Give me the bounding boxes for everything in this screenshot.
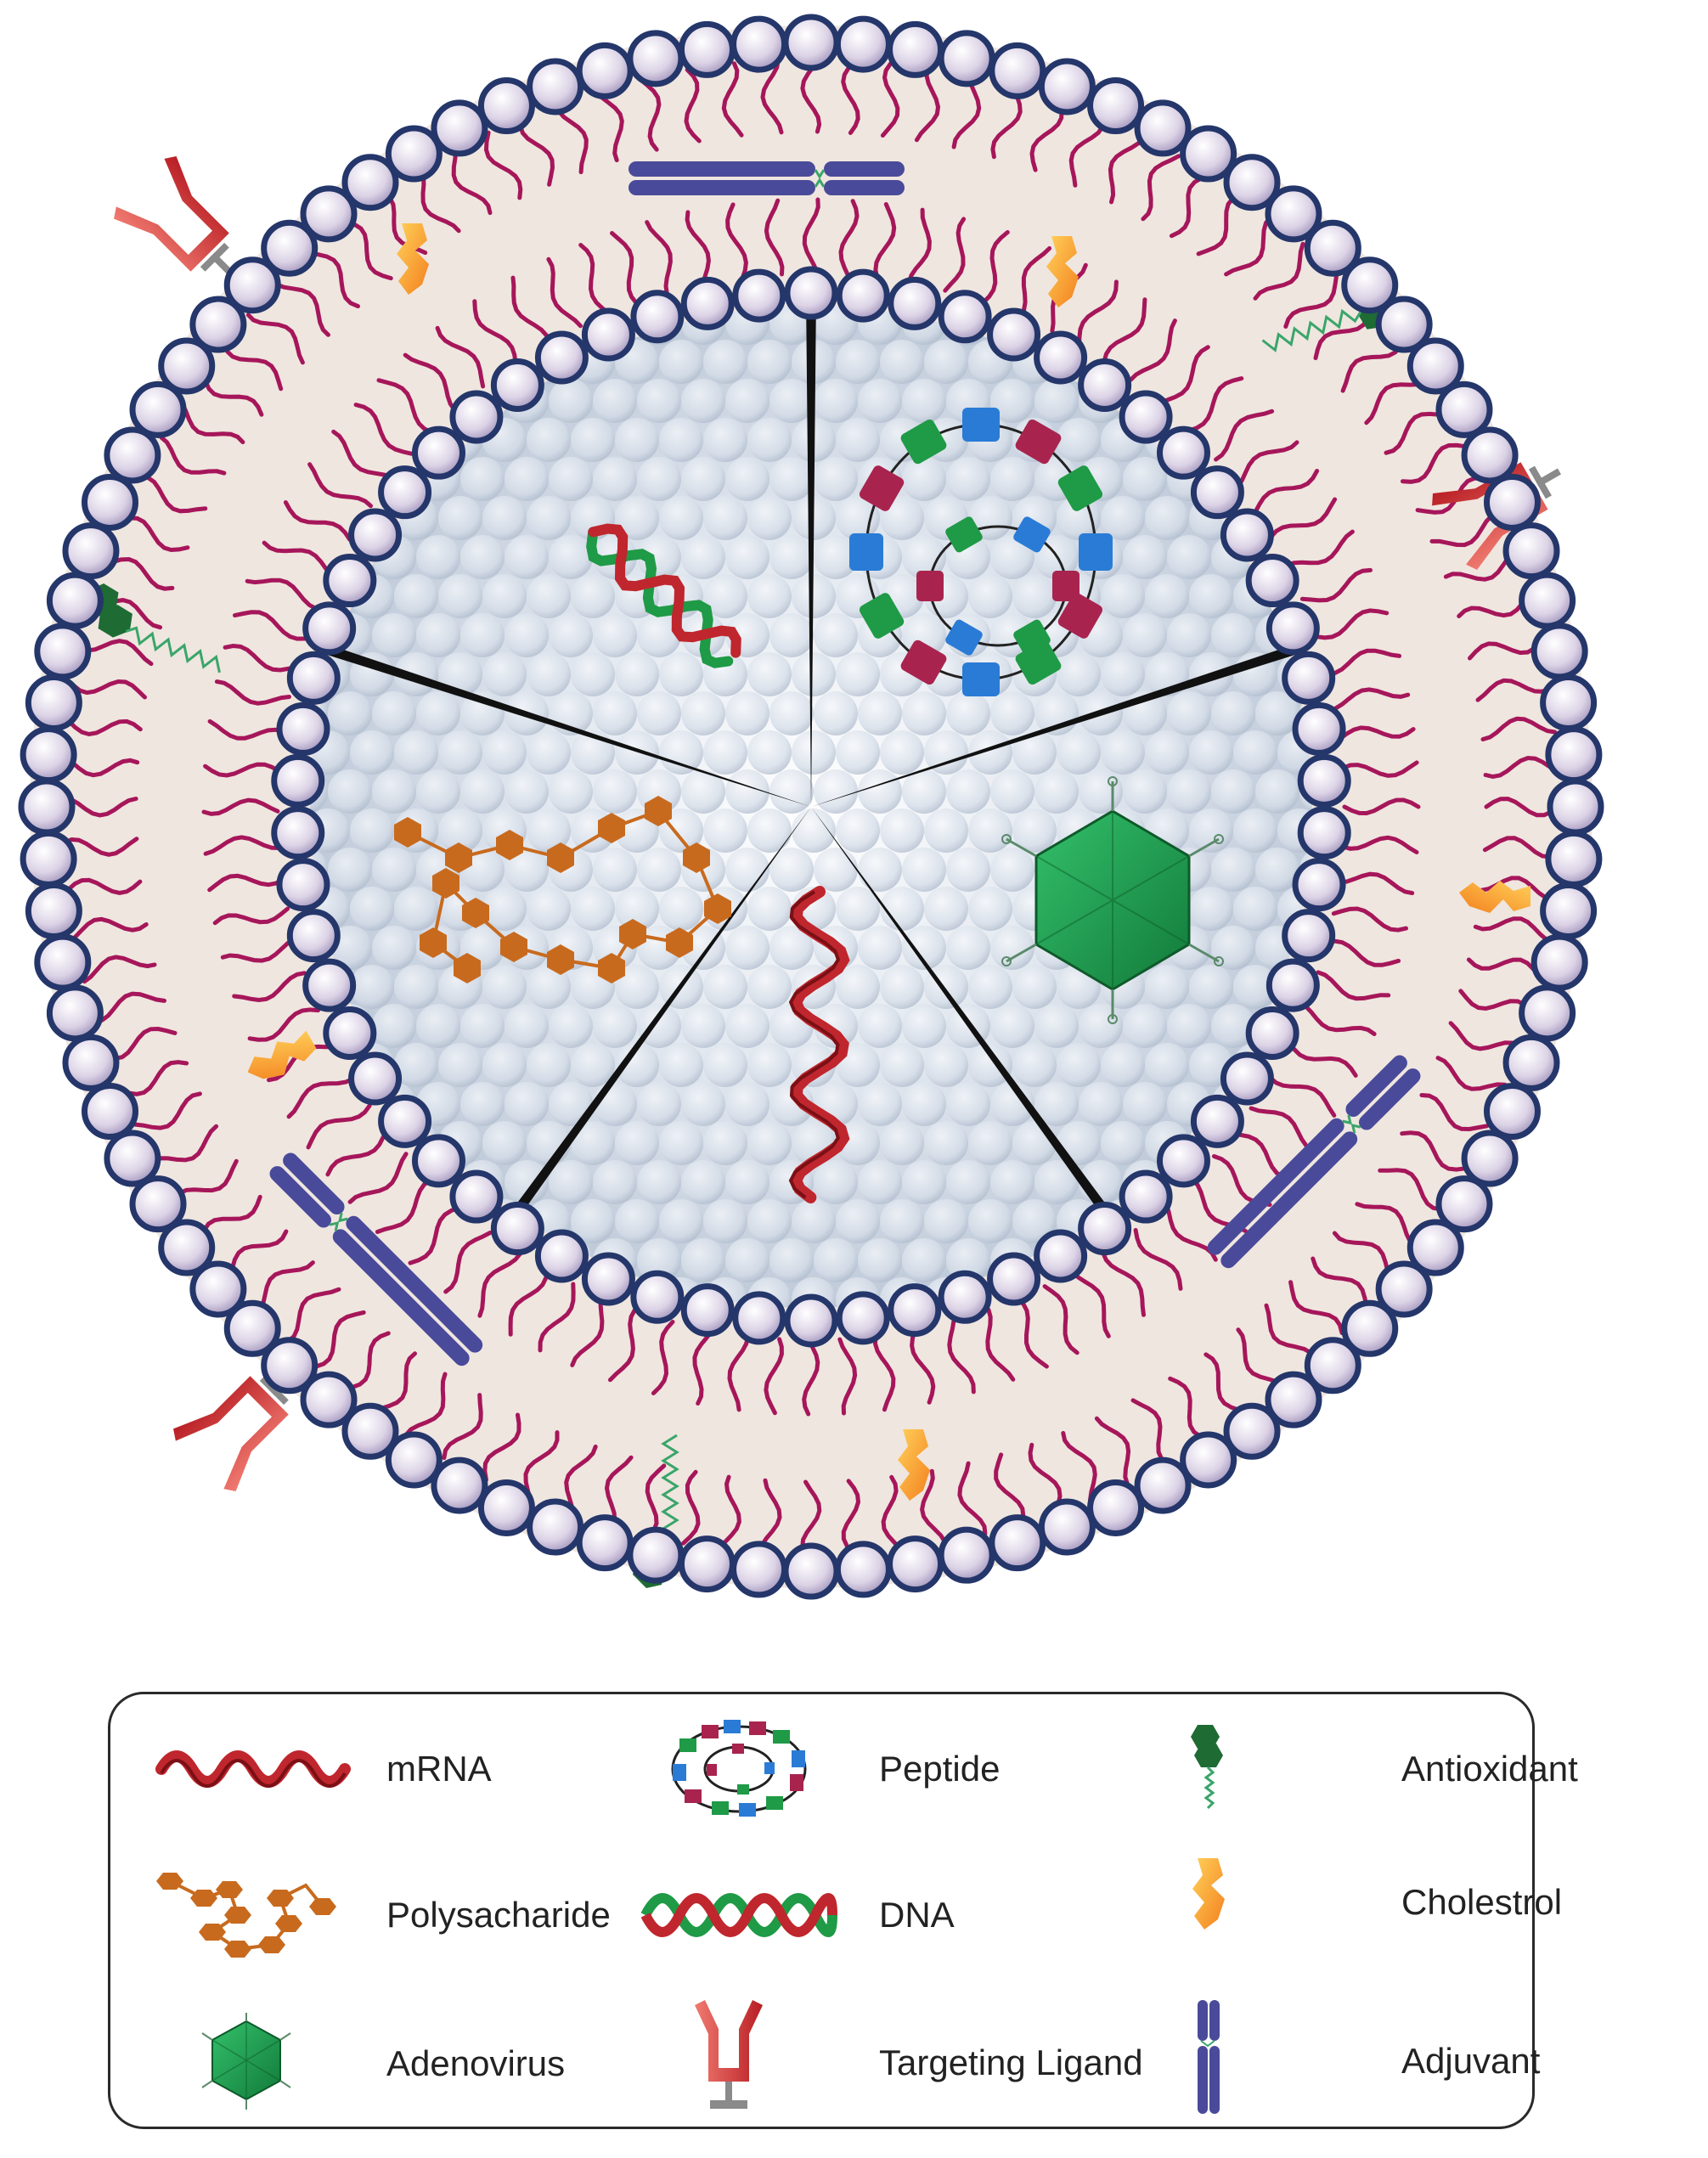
polysaccharide-cargo (394, 796, 731, 983)
legend-label-targeting-ligand: Targeting Ligand (879, 2042, 1143, 2082)
mrna-icon (155, 1750, 351, 1788)
legend-label-polysacharide: Polysacharide (386, 1895, 611, 1935)
adenovirus-cargo (1001, 776, 1224, 1024)
dna-cargo (586, 523, 741, 668)
cholesterol (1046, 236, 1079, 307)
legend-label-dna: DNA (879, 1895, 955, 1935)
cholesterol (247, 1030, 317, 1079)
adjuvant (629, 161, 905, 195)
cholesterol (397, 223, 429, 295)
legend: mRNA Peptide Antioxidant (108, 1692, 1578, 2129)
liposome-diagram (18, 14, 1604, 1600)
adjuvant (269, 1152, 483, 1366)
peptide-icon (671, 1720, 807, 1817)
core-dividers (320, 293, 1302, 1225)
adenovirus-icon (201, 2013, 291, 2110)
cholesterol (898, 1429, 930, 1501)
legend-label-peptide: Peptide (879, 1749, 1001, 1789)
mrna-cargo (788, 886, 850, 1203)
cholesterol (1459, 881, 1530, 913)
peptide-cargo (849, 408, 1113, 696)
polysaccharide-icon (156, 1873, 336, 1958)
lipid-tails (61, 57, 1561, 1557)
legend-label-adenovirus: Adenovirus (386, 2043, 566, 2083)
outer-lipid-heads (18, 14, 1604, 1600)
inner-lipid-heads (271, 266, 1351, 1348)
legend-label-cholestrol: Cholestrol (1401, 1882, 1563, 1922)
adjuvant (1207, 1055, 1421, 1269)
targeting-ligand-icon (695, 2000, 763, 2109)
adjuvant-icon (1198, 2000, 1220, 2114)
legend-label-mrna: mRNA (386, 1749, 492, 1789)
antioxidant-icon (1191, 1725, 1223, 1810)
core-cargo (394, 408, 1224, 1203)
cholesterol-icon (1192, 1858, 1225, 1930)
dna-icon (640, 1893, 837, 1937)
legend-label-adjuvant: Adjuvant (1401, 2041, 1541, 2081)
legend-label-antioxidant: Antioxidant (1401, 1749, 1578, 1789)
